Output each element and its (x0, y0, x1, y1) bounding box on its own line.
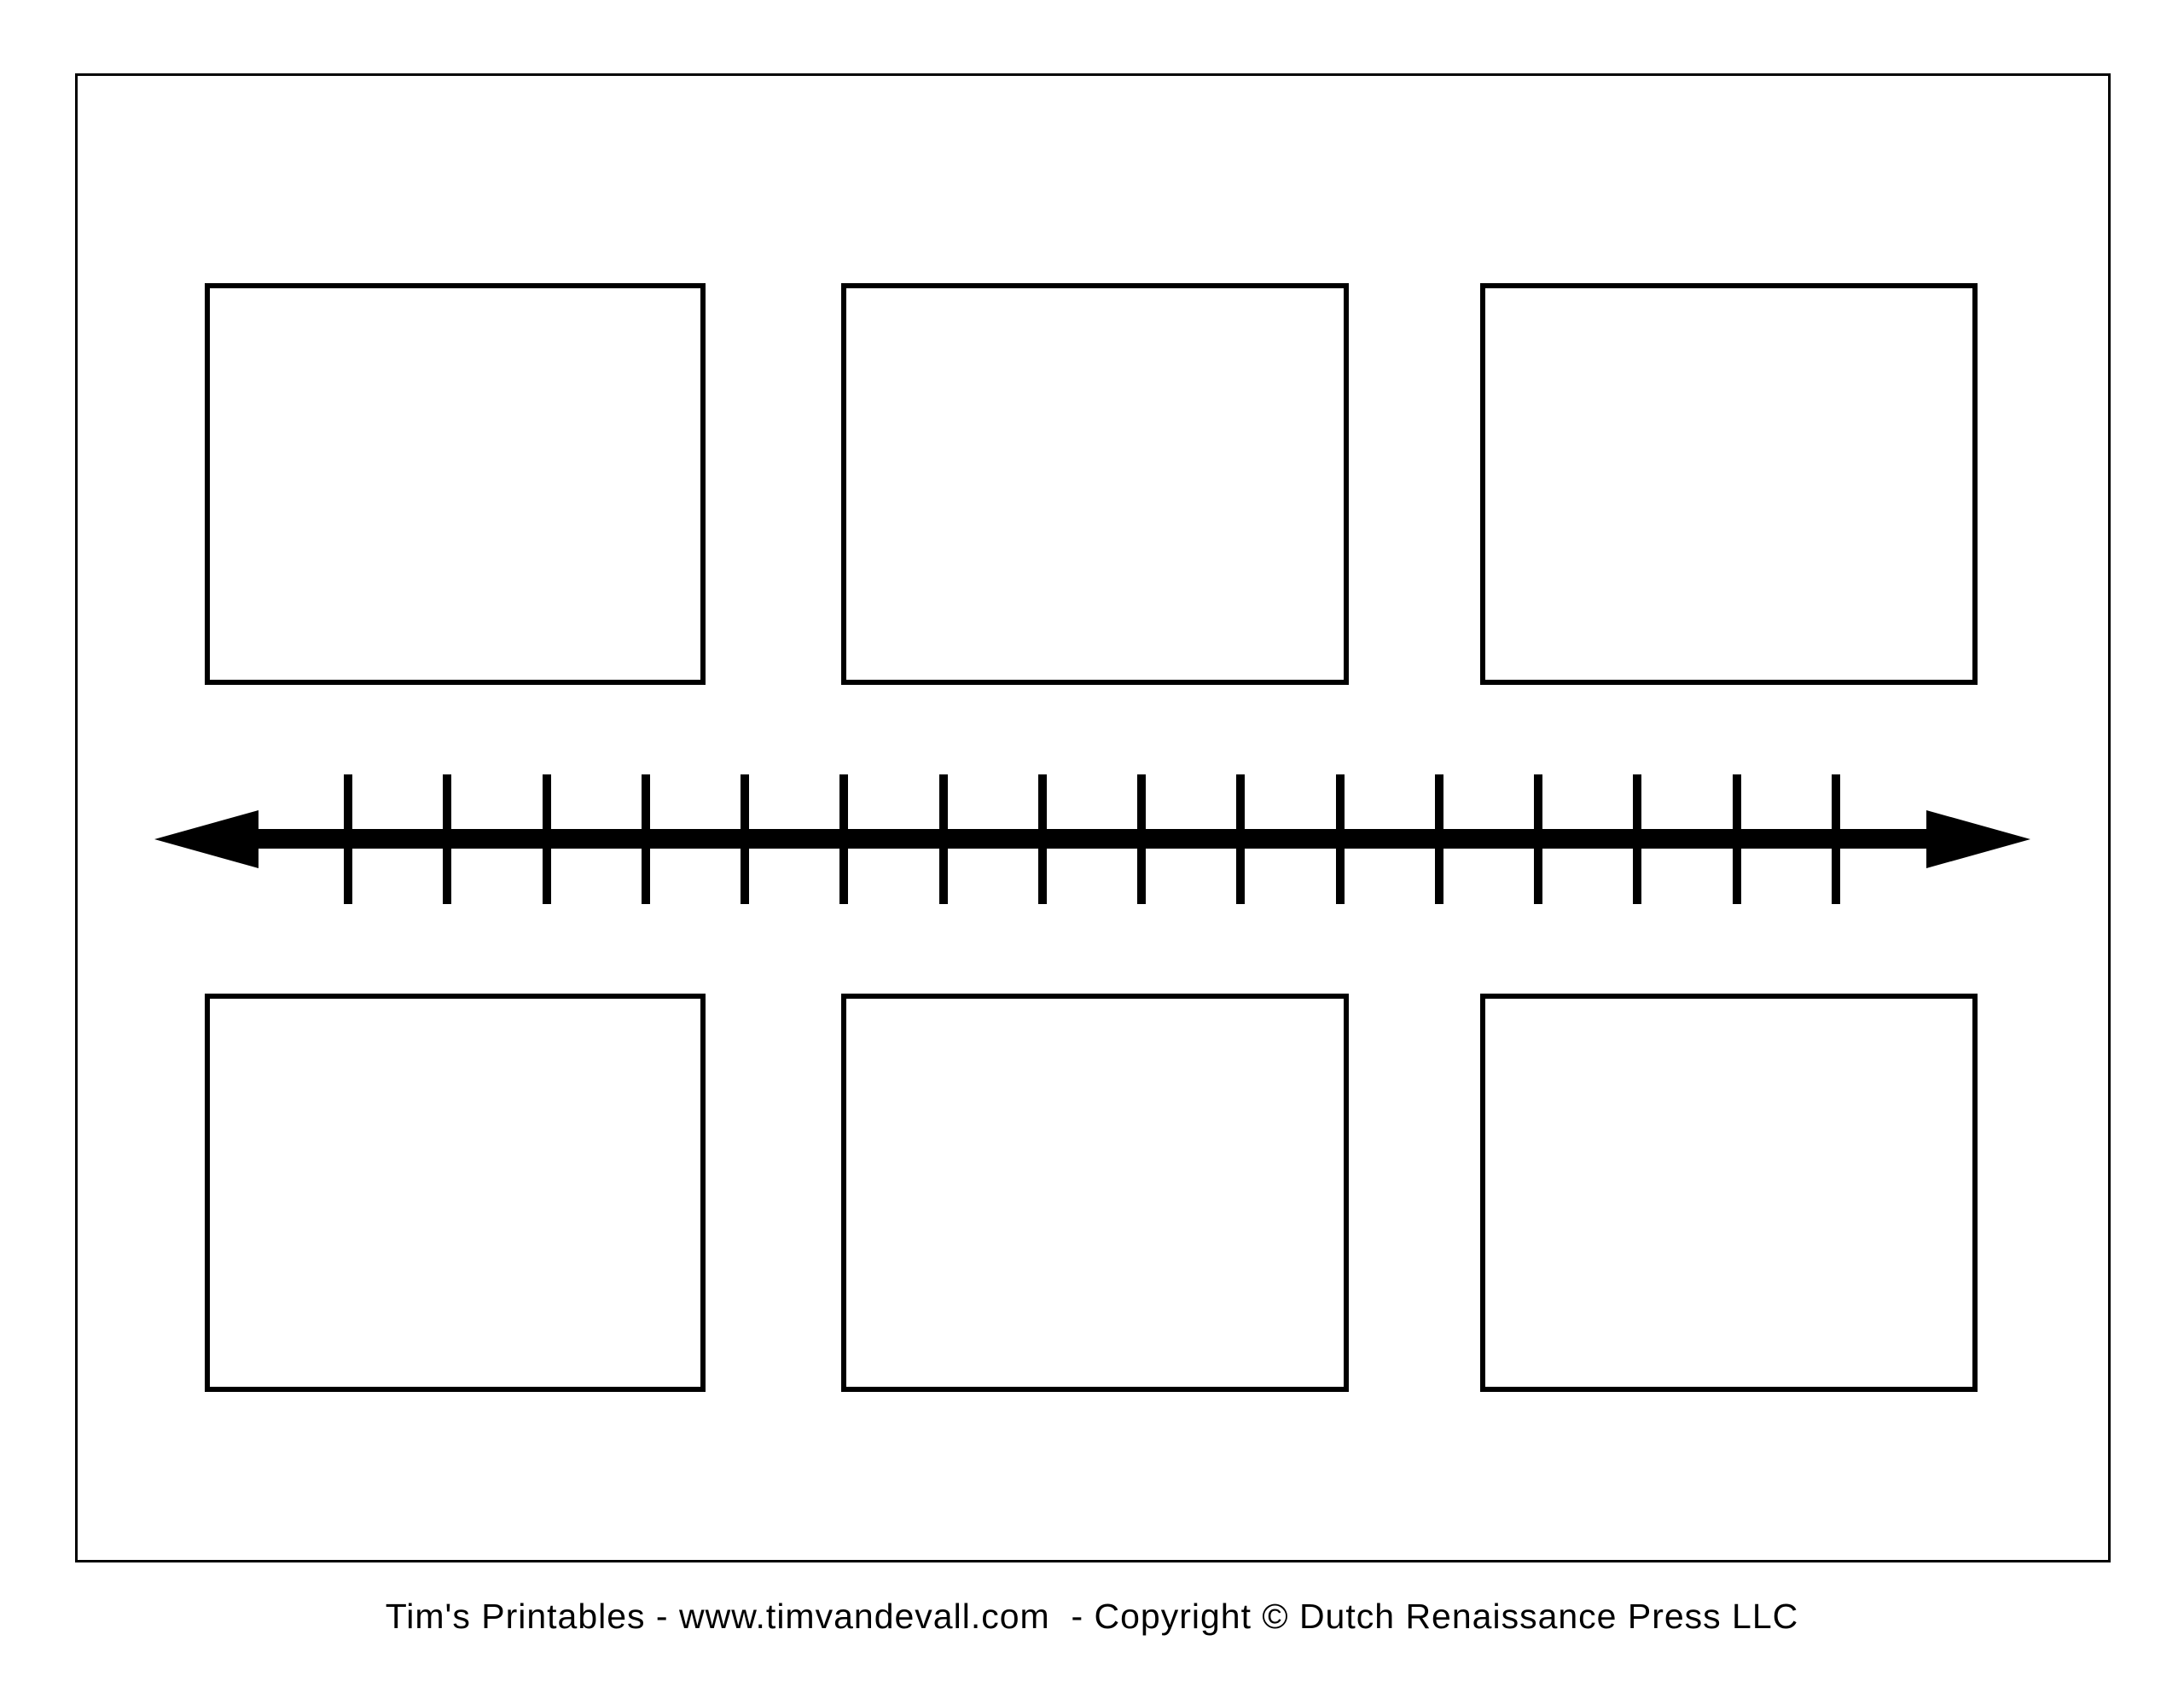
event-box-bottom-left (205, 994, 706, 1392)
timeline-tick (1633, 774, 1642, 904)
event-box-top-middle (841, 283, 1349, 685)
timeline-tick (839, 774, 849, 904)
event-box-bottom-middle (841, 994, 1349, 1392)
timeline-tick (542, 774, 551, 904)
timeline-tick (344, 774, 352, 904)
timeline-tick (443, 774, 452, 904)
timeline-tick (741, 774, 750, 904)
timeline-tick (1137, 774, 1147, 904)
timeline-arrowhead-right-icon (1926, 810, 2030, 868)
timeline-arrowhead-left-icon (154, 810, 258, 868)
timeline-tick (1335, 774, 1345, 904)
timeline-tick (1732, 774, 1741, 904)
timeline-tick (1037, 774, 1047, 904)
timeline-tick (1434, 774, 1443, 904)
timeline-tick (1832, 774, 1840, 904)
timeline-shaft (254, 829, 1928, 849)
event-box-top-left (205, 283, 706, 685)
timeline-tick (641, 774, 650, 904)
timeline-tick (938, 774, 948, 904)
event-box-top-right (1480, 283, 1978, 685)
timeline-tick (1534, 774, 1543, 904)
footer-credit: Tim's Printables - www.timvandevall.com … (385, 1597, 1799, 1636)
event-box-bottom-right (1480, 994, 1978, 1392)
timeline-tick (1236, 774, 1246, 904)
